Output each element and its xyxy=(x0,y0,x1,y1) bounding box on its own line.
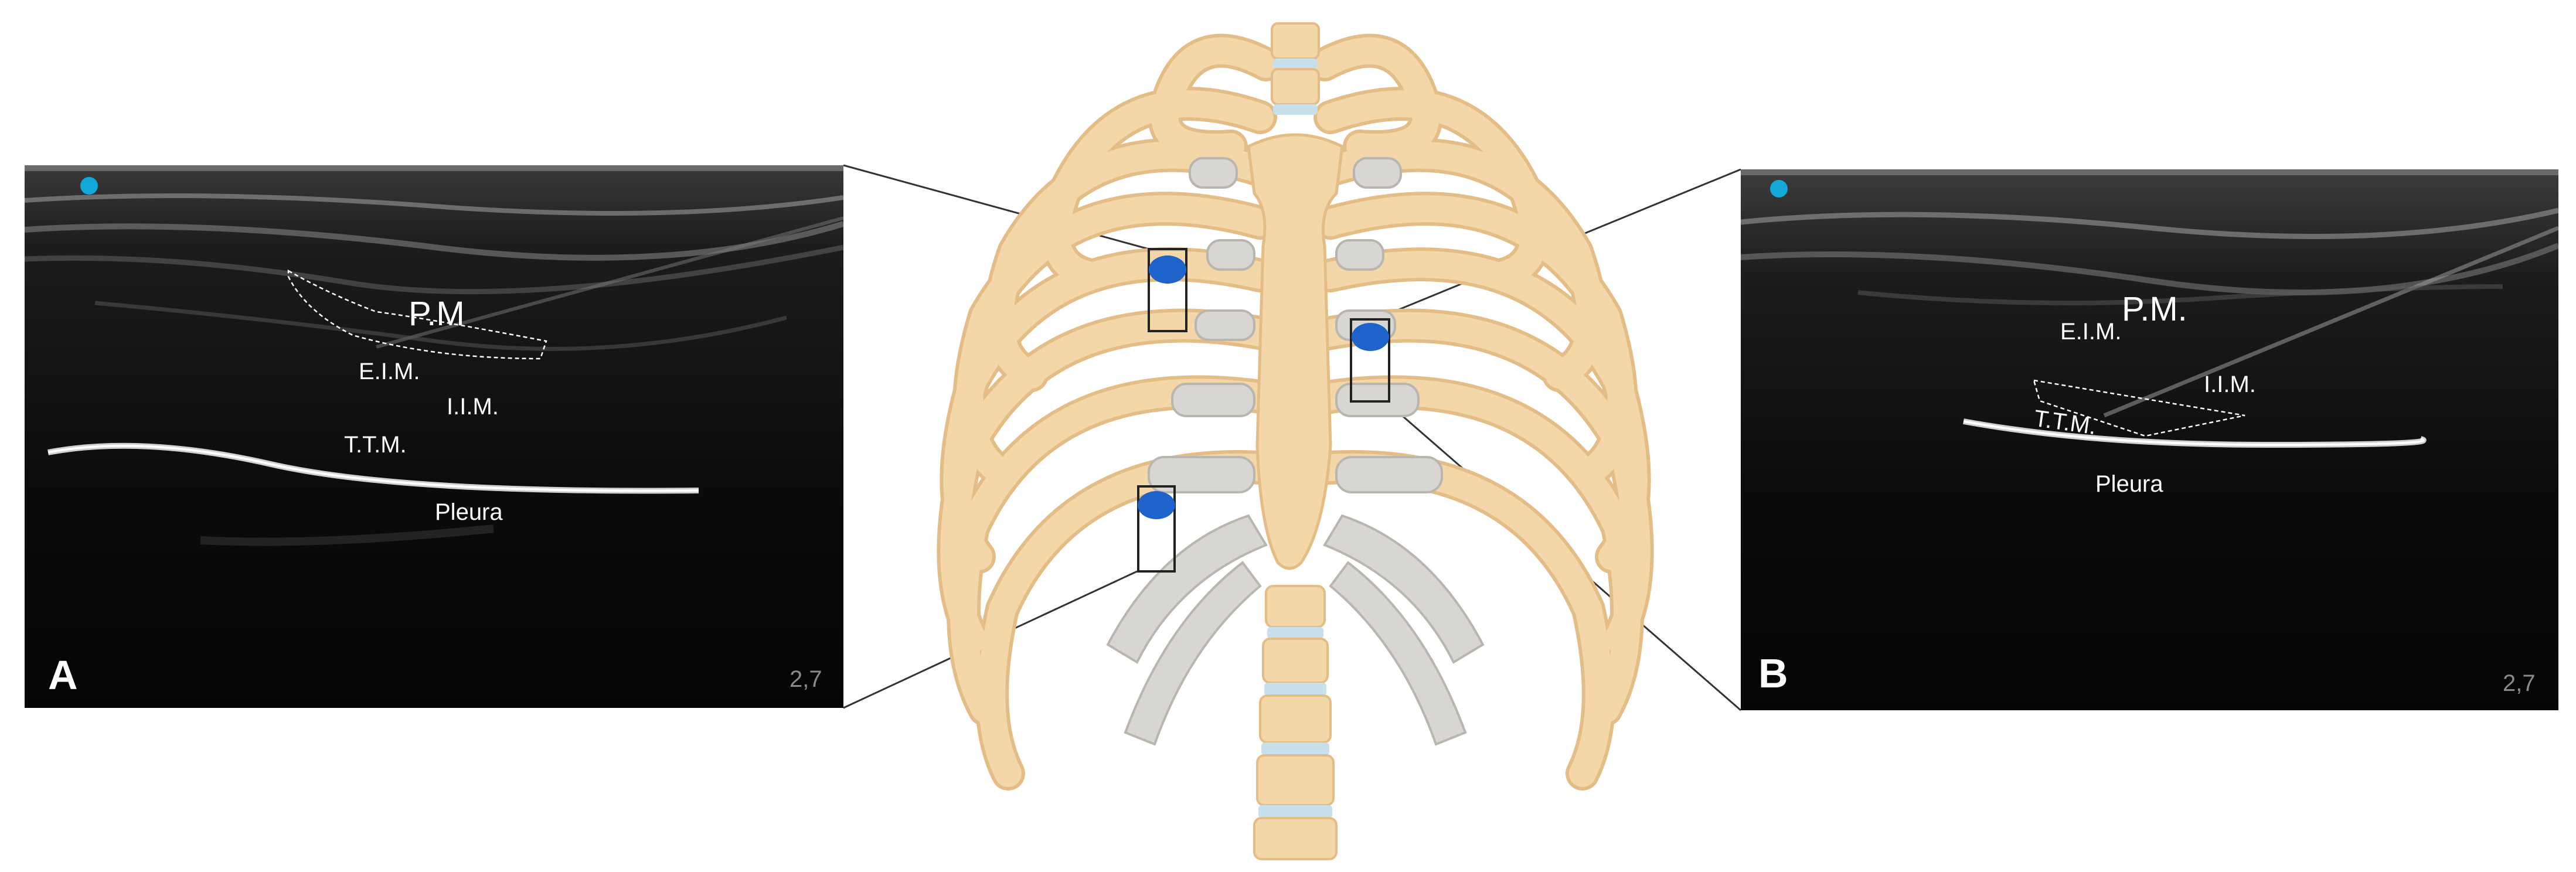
depth-scale: 2,7 xyxy=(790,666,822,692)
ultrasound-image-a xyxy=(25,165,843,708)
ultrasound-panel-a: P.M E.I.M. I.I.M. T.T.M. Pleura A 2,7 xyxy=(25,165,843,708)
marker-b xyxy=(1350,318,1390,403)
label-iim: I.I.M. xyxy=(447,394,499,420)
label-iim: I.I.M. xyxy=(2204,372,2256,397)
rib-cage-illustration xyxy=(937,22,1654,860)
label-pm: P.M. xyxy=(2122,290,2187,328)
label-eim: E.I.M. xyxy=(2060,319,2122,345)
label-pleura: Pleura xyxy=(2095,471,2163,497)
sternum xyxy=(1247,133,1344,570)
label-ttm: T.T.M. xyxy=(344,432,407,458)
marker-a-bottom xyxy=(1137,485,1176,573)
label-pleura: Pleura xyxy=(435,499,503,525)
pm-outline xyxy=(287,269,547,360)
probe-orientation-dot xyxy=(1770,180,1788,197)
label-eim: E.I.M. xyxy=(359,359,420,384)
marker-a-top xyxy=(1148,248,1187,332)
costal-cartilages xyxy=(1106,157,1485,746)
ultrasound-panel-b: P.M. E.I.M. I.I.M. T.T.M. Pleura B 2,7 xyxy=(1741,169,2558,710)
label-pm: P.M xyxy=(409,295,465,333)
ribs xyxy=(937,33,1654,791)
vertebral-column xyxy=(1253,22,1338,860)
panel-letter: B xyxy=(1758,650,1788,696)
panel-letter: A xyxy=(48,652,78,698)
depth-scale: 2,7 xyxy=(2503,670,2536,696)
ttm-outline xyxy=(2033,379,2245,437)
ultrasound-image-b xyxy=(1741,169,2558,710)
probe-orientation-dot xyxy=(80,177,98,195)
